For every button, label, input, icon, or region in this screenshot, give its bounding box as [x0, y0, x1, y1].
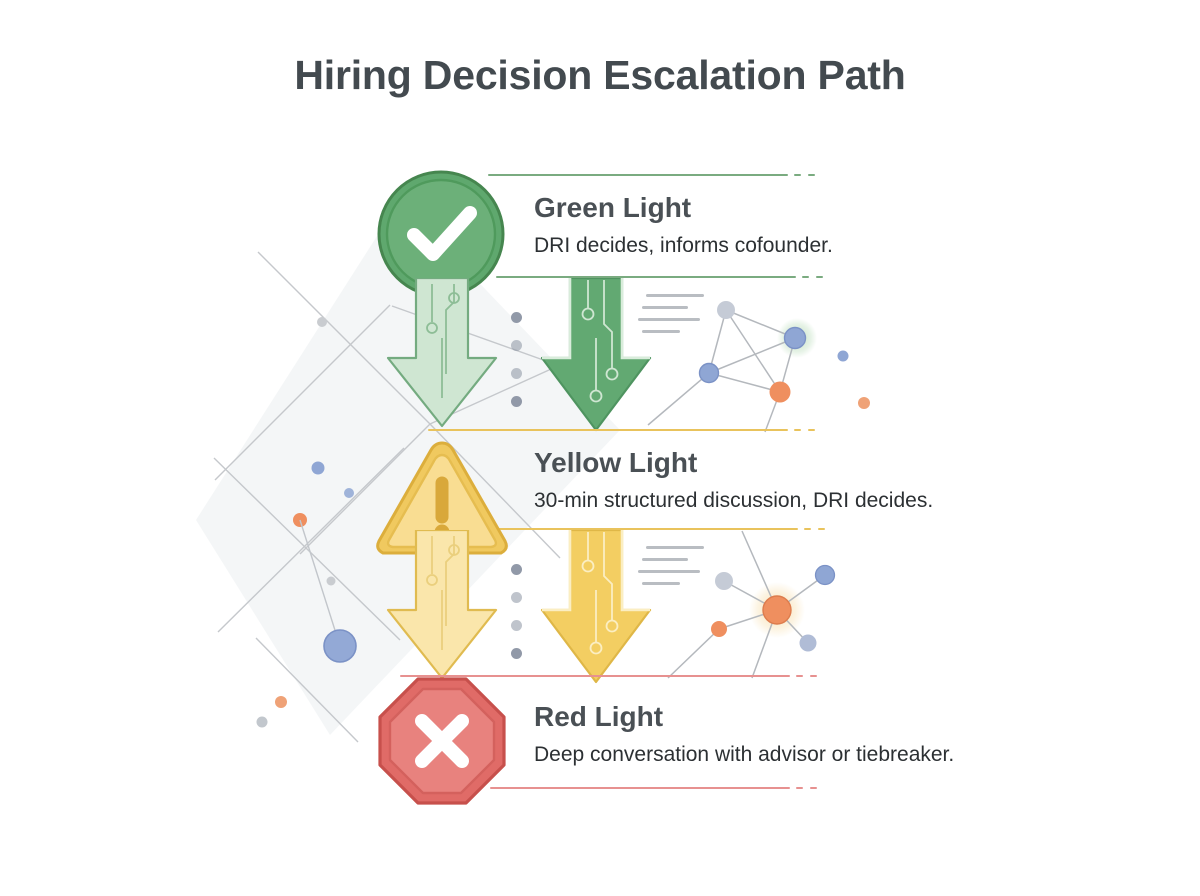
step-row-red-light: Red Light Deep conversation with advisor… [0, 670, 1200, 870]
rule-yellow-top [428, 429, 818, 431]
step-description-yellow: 30-min structured discussion, DRI decide… [534, 488, 934, 512]
rule-yellow-bottom [498, 528, 828, 530]
dot-column-green [511, 312, 522, 424]
step-title-yellow: Yellow Light [534, 447, 698, 478]
step-row-yellow-light: Yellow Light 30-min structured discussio… [0, 420, 1200, 684]
step-row-green-light: Green Light DRI decides, informs cofound… [0, 160, 1200, 432]
rule-red-bottom [490, 787, 820, 789]
mini-lines-green [638, 294, 704, 342]
rule-green-top [488, 174, 818, 176]
step-text-yellow: Yellow Light 30-min structured discussio… [534, 447, 934, 514]
arrows-green [380, 276, 680, 443]
step-title-green: Green Light [534, 192, 692, 223]
arrow-down-dark-yellow [540, 528, 652, 684]
arrows-yellow [380, 528, 680, 695]
step-description-red: Deep conversation with advisor or tiebre… [534, 742, 955, 766]
arrow-down-light-yellow [386, 528, 498, 680]
arrow-down-light-green [386, 276, 498, 428]
x-octagon-icon [376, 675, 506, 805]
rule-red-top [400, 675, 820, 677]
step-title-red: Red Light [534, 701, 664, 732]
mini-lines-yellow [638, 546, 704, 594]
step-description-green: DRI decides, informs cofounder. [534, 233, 833, 257]
step-text-red: Red Light Deep conversation with advisor… [534, 701, 955, 768]
page-title: Hiring Decision Escalation Path [294, 52, 906, 98]
dot-column-yellow [511, 564, 522, 676]
arrow-down-dark-green [540, 276, 652, 432]
rule-green-bottom [496, 276, 826, 278]
step-text-green: Green Light DRI decides, informs cofound… [534, 192, 833, 259]
